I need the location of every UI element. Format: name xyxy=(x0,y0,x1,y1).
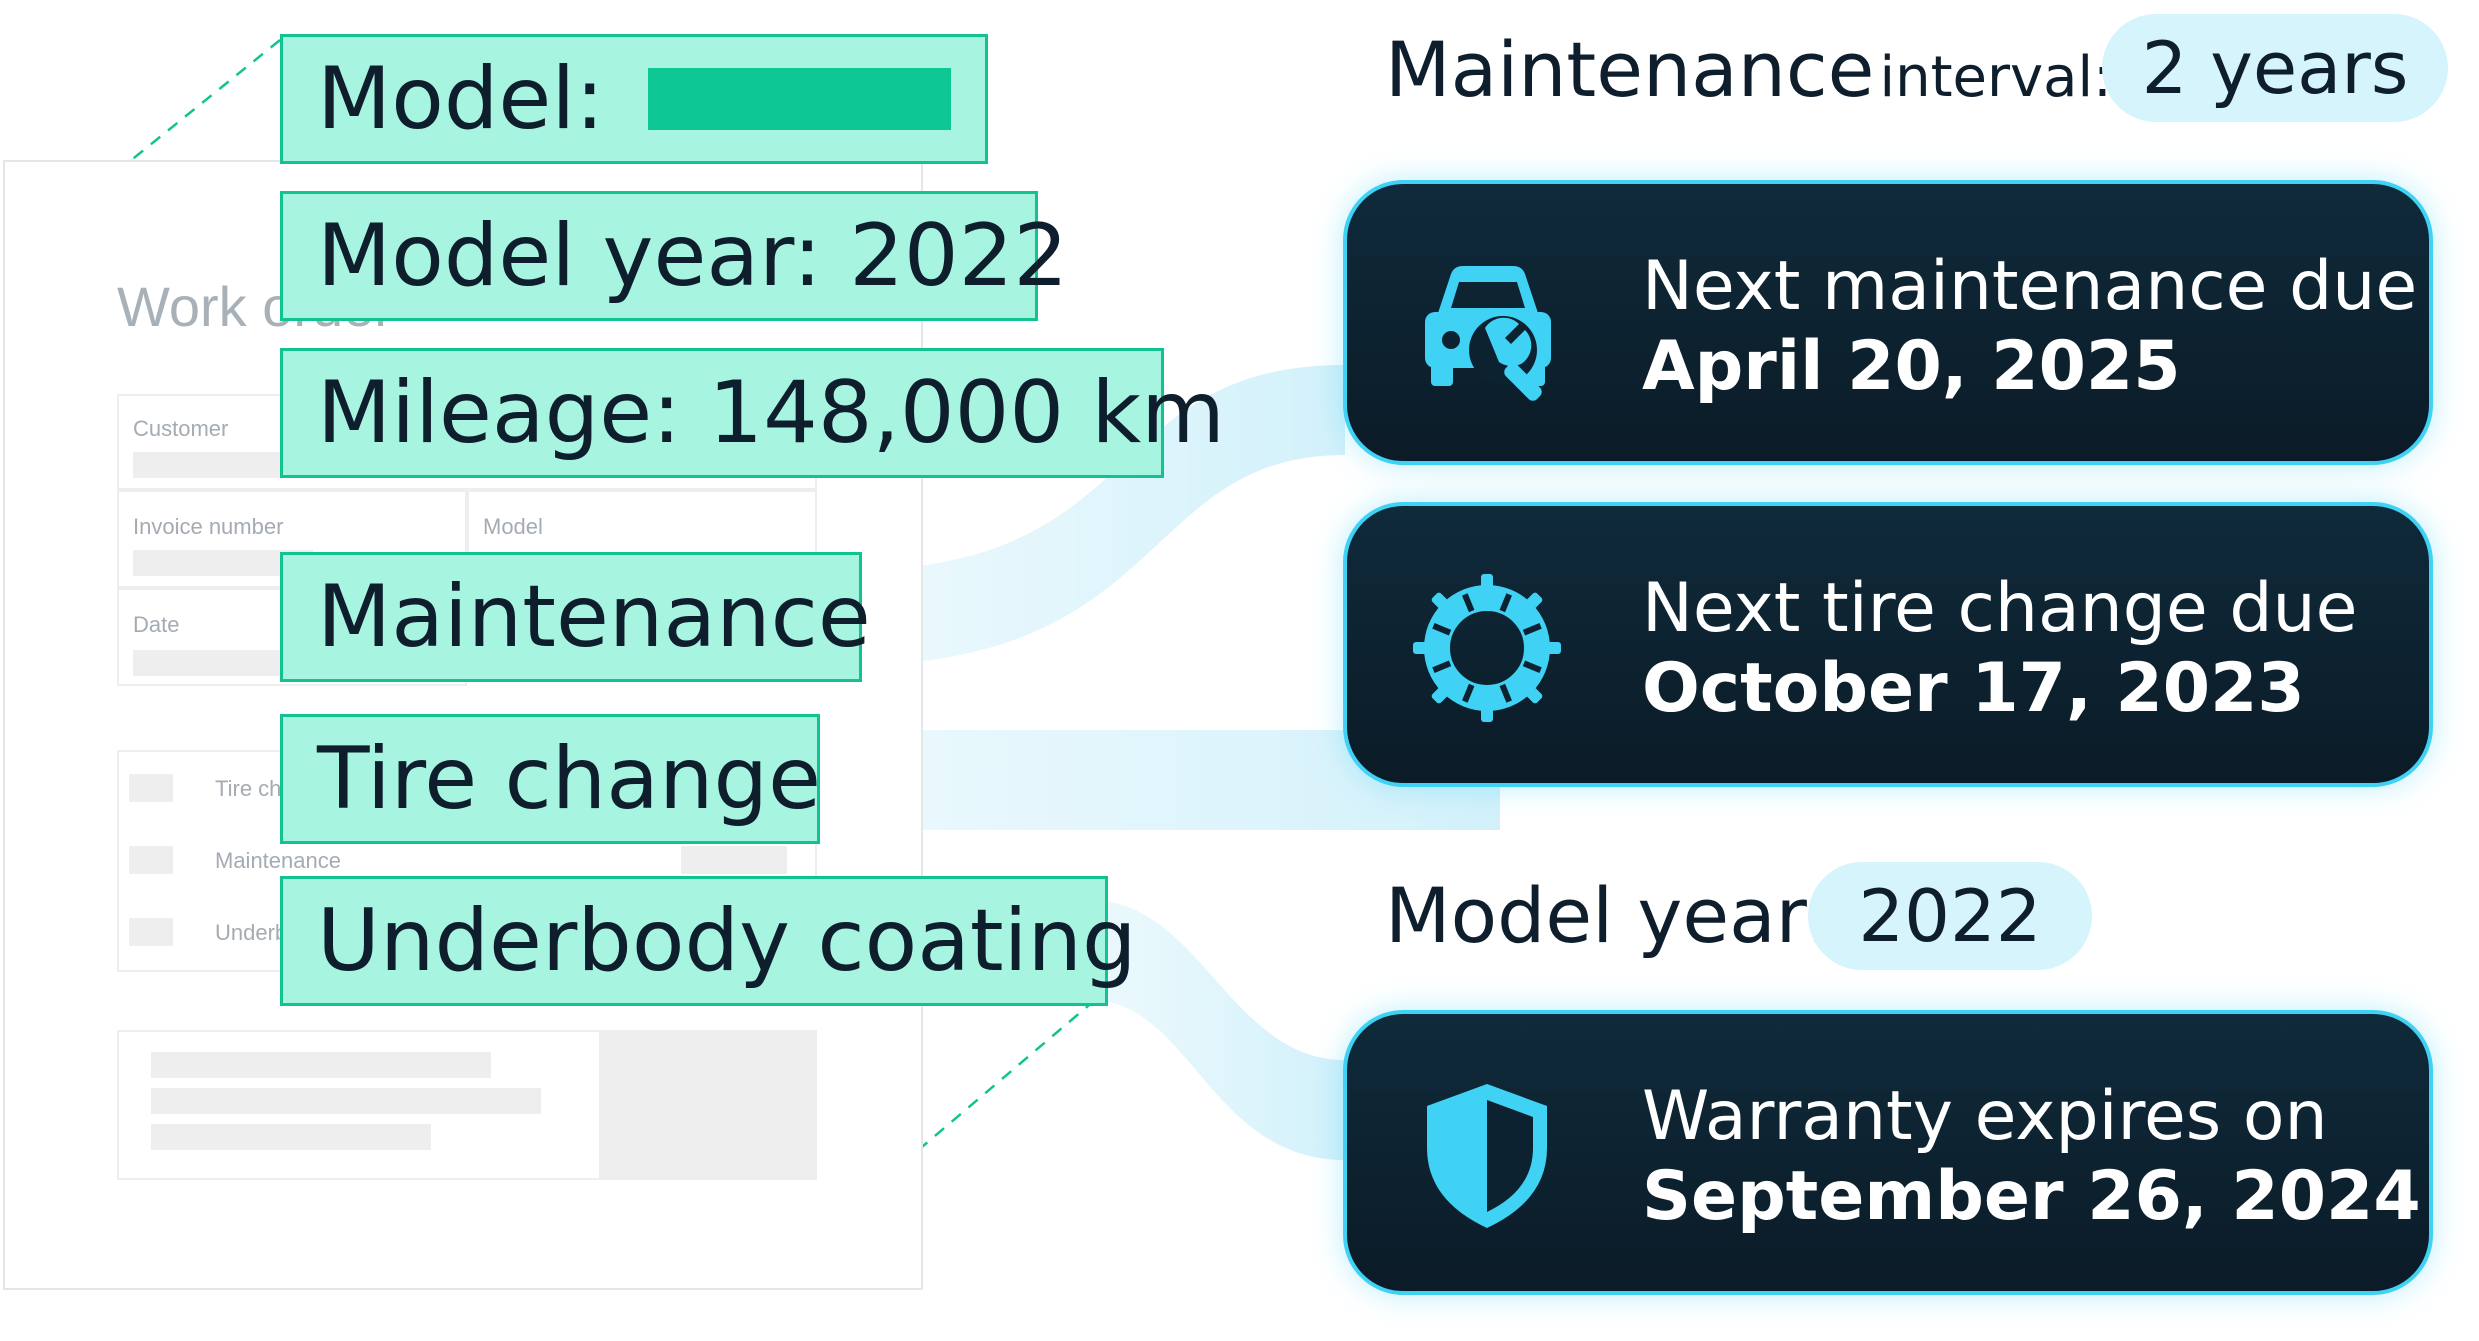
tag-maintenance: Maintenance xyxy=(280,552,871,682)
card-warranty-date: September 26, 2024 xyxy=(1642,1157,2421,1236)
card-next-maintenance-title: Next maintenance due xyxy=(1642,247,2418,326)
checklist-checkbox xyxy=(129,774,173,802)
notes-line xyxy=(151,1088,541,1114)
card-warranty: Warranty expires on September 26, 2024 xyxy=(1343,1010,2433,1295)
model-year-value: 2022 xyxy=(1858,874,2042,958)
maintenance-interval-header: Maintenance interval: xyxy=(1385,32,2112,108)
tag-underbody-coating: Underbody coating xyxy=(280,876,1137,1006)
model-year-value-pill: 2022 xyxy=(1808,862,2092,970)
checklist-checkbox xyxy=(129,846,173,874)
maintenance-interval-value: 2 years xyxy=(2141,26,2409,110)
tag-model: Model: xyxy=(280,34,988,164)
notes-line xyxy=(151,1124,431,1150)
tire-icon xyxy=(1413,574,1561,722)
notes-side-block xyxy=(599,1030,817,1180)
model-year-header: Model year: xyxy=(1385,878,1831,954)
shield-icon xyxy=(1427,1084,1547,1228)
maintenance-interval-label-main: Maintenance xyxy=(1385,25,1875,114)
tag-mileage: Mileage: 148,000 km xyxy=(280,348,1225,478)
tag-model-label: Model: xyxy=(317,49,605,149)
tag-mileage-label: Mileage: 148,000 km xyxy=(317,363,1225,463)
maintenance-interval-value-pill: 2 years xyxy=(2102,14,2448,122)
car-wrench-icon xyxy=(1425,266,1551,401)
tag-maintenance-label: Maintenance xyxy=(317,567,871,667)
card-next-tire-change: Next tire change due October 17, 2023 xyxy=(1343,502,2433,787)
tag-model-year: Model year: 2022 xyxy=(280,191,1068,321)
tag-tire-change-label: Tire change xyxy=(317,729,821,829)
ribbon-underbody xyxy=(1090,900,1345,1160)
customer-field-label: Customer xyxy=(133,416,229,441)
checklist-checkbox xyxy=(129,918,173,946)
tag-underbody-coating-label: Underbody coating xyxy=(317,891,1137,991)
maintenance-interval-label-sub: interval: xyxy=(1879,45,2112,110)
checklist-item-value xyxy=(681,846,787,874)
invoice-number-field-label: Invoice number xyxy=(133,514,284,539)
ribbon-maintenance xyxy=(850,365,1345,665)
card-warranty-title: Warranty expires on xyxy=(1642,1077,2328,1156)
card-next-maintenance: Next maintenance due April 20, 2025 xyxy=(1343,180,2433,465)
card-next-tire-change-date: October 17, 2023 xyxy=(1642,649,2305,728)
tag-model-year-label: Model year: 2022 xyxy=(317,206,1069,306)
model-year-label: Model year: xyxy=(1385,871,1832,960)
model-field-label: Model xyxy=(483,514,543,539)
notes-line xyxy=(151,1052,491,1078)
card-next-maintenance-date: April 20, 2025 xyxy=(1642,327,2181,406)
model-redaction-bar xyxy=(648,68,951,130)
ribbon-tire-change xyxy=(810,730,1500,830)
checklist-item-label: Maintenance xyxy=(215,848,341,873)
date-field-label: Date xyxy=(133,612,180,637)
zoom-guide-top xyxy=(19,39,281,251)
tag-tire-change: Tire change xyxy=(280,714,821,844)
card-next-tire-change-title: Next tire change due xyxy=(1642,569,2358,648)
